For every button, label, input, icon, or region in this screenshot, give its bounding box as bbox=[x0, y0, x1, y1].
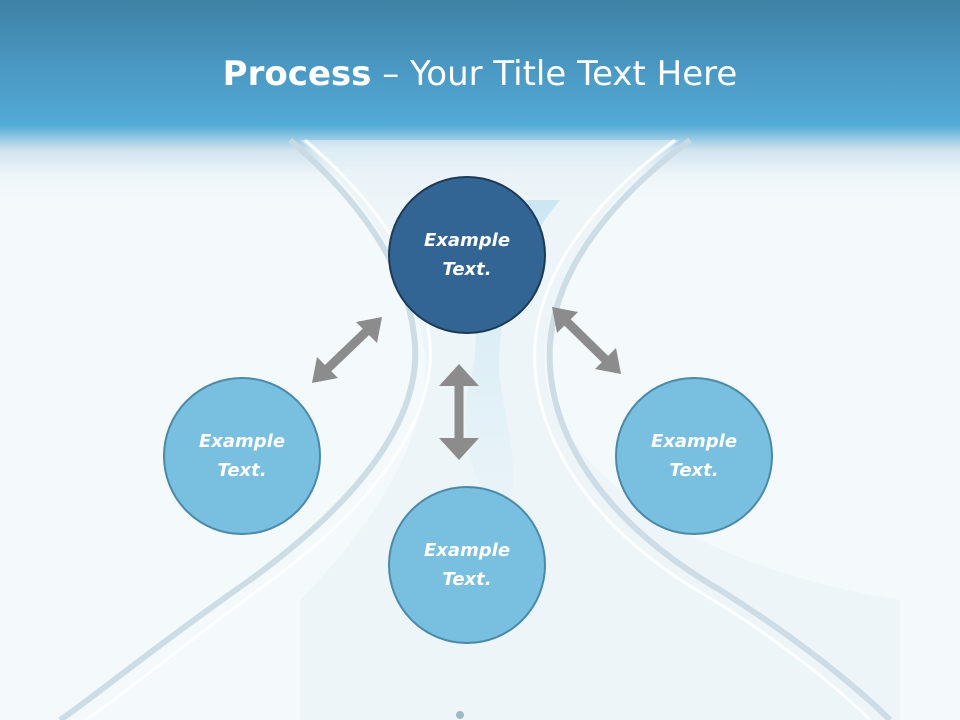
process-node-left: Example Text. bbox=[163, 377, 321, 535]
title-bold: Process bbox=[222, 54, 372, 94]
node-text: Example Text. bbox=[198, 431, 286, 481]
node-text: Example Text. bbox=[423, 230, 511, 280]
title-separator: – bbox=[371, 54, 411, 94]
slide-title: Process – Your Title Text Here bbox=[0, 52, 960, 96]
double-arrow-icon bbox=[552, 307, 621, 374]
title-rest: Your Title Text Here bbox=[410, 54, 738, 94]
node-text: Example Text. bbox=[650, 431, 738, 481]
process-node-right: Example Text. bbox=[615, 377, 773, 535]
process-node-top: Example Text. bbox=[388, 176, 546, 334]
double-arrow-icon bbox=[439, 364, 479, 460]
double-arrow-icon bbox=[312, 317, 382, 383]
node-text: Example Text. bbox=[423, 540, 511, 590]
process-node-bottom: Example Text. bbox=[388, 486, 546, 644]
